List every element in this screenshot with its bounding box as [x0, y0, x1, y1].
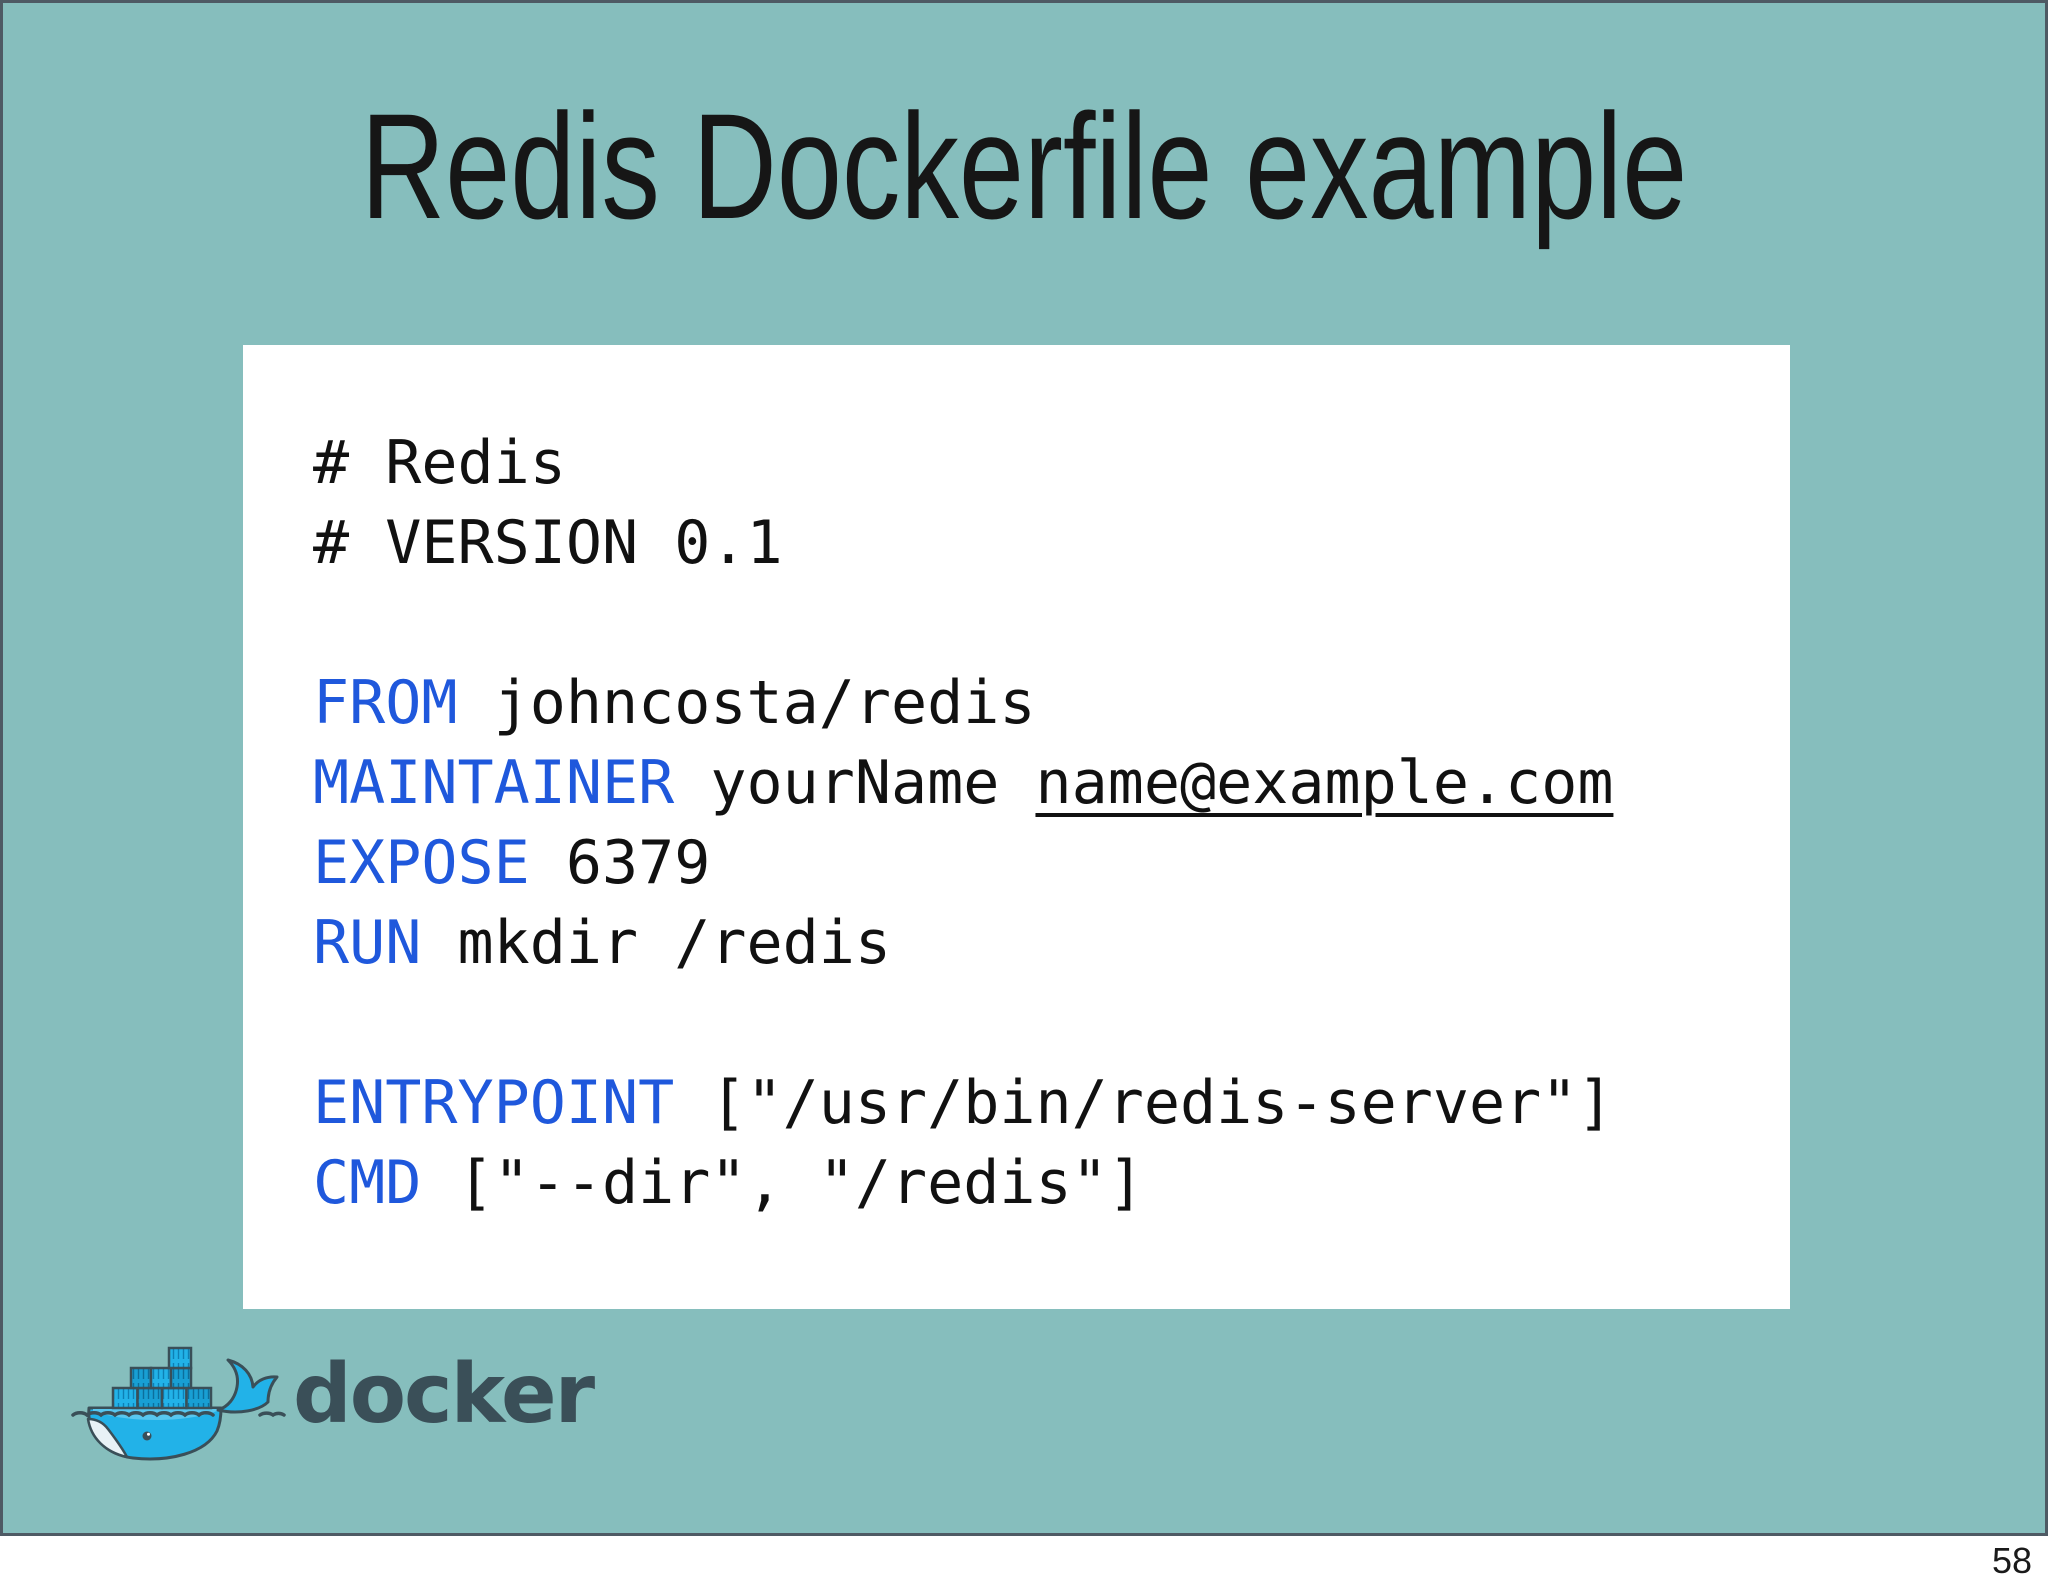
whale-eye: [142, 1431, 152, 1441]
code-line-comment: # VERSION 0.1: [313, 503, 1790, 583]
code-text: # Redis: [313, 428, 566, 498]
code-text: ["--dir", "/redis"]: [421, 1148, 1144, 1218]
code-line-run: RUN mkdir /redis: [313, 903, 1790, 983]
slide-title: Redis Dockerfile example: [360, 82, 1688, 250]
code-line-cmd: CMD ["--dir", "/redis"]: [313, 1143, 1790, 1223]
footer: 58: [0, 1536, 2048, 1587]
code-keyword: RUN: [313, 908, 422, 978]
code-keyword: CMD: [313, 1148, 422, 1218]
code-text: 6379: [529, 828, 711, 898]
docker-logo: docker: [71, 1341, 595, 1491]
dockerfile-code-block: # Redis # VERSION 0.1 FROM johncosta/red…: [243, 345, 1790, 1309]
code-line-maintainer: MAINTAINER yourName name@example.com: [313, 743, 1790, 823]
code-line-expose: EXPOSE 6379: [313, 823, 1790, 903]
code-line-blank: [313, 583, 1790, 663]
docker-whale-icon: [71, 1346, 286, 1461]
code-keyword: ENTRYPOINT: [313, 1068, 675, 1138]
code-text: mkdir /redis: [421, 908, 891, 978]
code-line-comment: # Redis: [313, 423, 1790, 503]
docker-wordmark: docker: [293, 1347, 595, 1442]
code-text: ["/usr/bin/redis-server"]: [674, 1068, 1614, 1138]
email-link[interactable]: name@example.com: [1035, 748, 1614, 818]
page-number: 58: [1991, 1540, 2032, 1581]
code-line-blank: [313, 983, 1790, 1063]
code-line-entrypoint: ENTRYPOINT ["/usr/bin/redis-server"]: [313, 1063, 1790, 1143]
code-line-from: FROM johncosta/redis: [313, 663, 1790, 743]
code-keyword: FROM: [313, 668, 458, 738]
code-text: johncosta/redis: [457, 668, 1036, 738]
code-keyword: EXPOSE: [313, 828, 530, 898]
slide: Redis Dockerfile example # Redis # VERSI…: [0, 0, 2048, 1536]
code-text: yourName: [674, 748, 1036, 818]
code-keyword: MAINTAINER: [313, 748, 675, 818]
code-text: # VERSION 0.1: [313, 508, 783, 578]
